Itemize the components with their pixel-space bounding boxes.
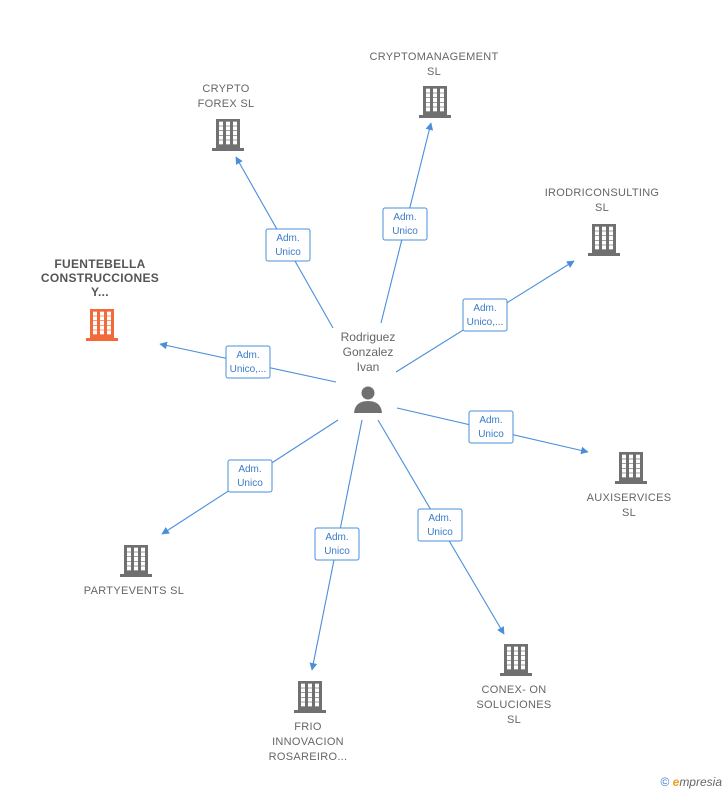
edge-label-text: Unico,...: [467, 317, 504, 328]
edge-label-box: [382, 207, 428, 241]
edge-label-text: Unico,...: [230, 364, 267, 375]
building-icon: [212, 119, 244, 151]
company-name-line: CRYPTOMANAGEMENT: [369, 51, 498, 63]
company-node-crypto-forex[interactable]: CRYPTO FOREX SL: [198, 83, 255, 151]
edge-label-crypto-forex[interactable]: Adm. Unico: [265, 228, 311, 262]
company-node-irodriconsulting[interactable]: IRODRICONSULTING SL: [545, 187, 660, 256]
building-icon: [294, 681, 326, 713]
person-name-line: Rodriguez: [341, 330, 396, 344]
edge-label-text: Adm.: [393, 212, 416, 223]
edge-label-box: [468, 410, 514, 444]
building-icon: [86, 309, 118, 341]
company-name-line: CONEX- ON: [481, 684, 546, 696]
person-name-line: Gonzalez: [343, 345, 394, 359]
edge-label-text: Unico: [324, 546, 350, 557]
edge-label-text: Unico: [392, 226, 418, 237]
edge-label-partyevents[interactable]: Adm. Unico: [227, 459, 273, 493]
edge-label-box: [417, 508, 463, 542]
edge-label-auxiservices[interactable]: Adm. Unico: [468, 410, 514, 444]
edge-label-box: [314, 527, 360, 561]
company-name-line: AUXISERVICES: [587, 492, 672, 504]
company-name-line: SL: [622, 507, 636, 519]
company-name-line: FUENTEBELLA: [54, 257, 145, 271]
company-node-cryptomanagement[interactable]: CRYPTOMANAGEMENT SL: [369, 51, 498, 118]
edge-label-box: [462, 298, 508, 332]
company-name-line: SL: [595, 202, 609, 214]
brand-name[interactable]: mpresia: [679, 775, 722, 789]
building-icon: [419, 86, 451, 118]
brand-logo-initial: e: [672, 775, 680, 789]
edge-label-irodriconsulting[interactable]: Adm. Unico,...: [462, 298, 508, 332]
edge-label-text: Adm.: [276, 233, 299, 244]
company-node-conex-on[interactable]: CONEX- ON SOLUCIONES SL: [476, 644, 551, 726]
edge-label-text: Unico: [427, 527, 453, 538]
company-node-fuentebella[interactable]: FUENTEBELLACONSTRUCCIONESY...: [41, 257, 159, 341]
edge-label-frio-innovacion[interactable]: Adm. Unico: [314, 527, 360, 561]
edge-label-text: Unico: [237, 478, 263, 489]
company-name-line: SL: [427, 66, 441, 78]
edge-label-box: [265, 228, 311, 262]
company-name-line: Y...: [91, 285, 109, 299]
company-name-line: IRODRICONSULTING: [545, 187, 660, 199]
company-name-line: CRYPTO: [202, 83, 249, 95]
copyright-footer: © empresia: [660, 775, 722, 789]
edge-label-cryptomanagement[interactable]: Adm. Unico: [382, 207, 428, 241]
edge-label-text: Adm.: [325, 532, 348, 543]
company-name-line: CONSTRUCCIONES: [41, 271, 159, 285]
building-icon: [120, 545, 152, 577]
copyright-icon: ©: [660, 775, 670, 789]
person-icon: [354, 386, 382, 413]
company-node-auxiservices[interactable]: AUXISERVICES SL: [587, 452, 672, 519]
edge-label-fuentebella[interactable]: Adm. Unico,...: [225, 345, 271, 379]
edge-label-conex-on[interactable]: Adm. Unico: [417, 508, 463, 542]
edge-label-text: Unico: [478, 429, 504, 440]
company-name-line: PARTYEVENTS SL: [84, 585, 184, 597]
company-name-line: SOLUCIONES: [476, 699, 551, 711]
edge-label-text: Adm.: [479, 415, 502, 426]
edge-label-text: Unico: [275, 247, 301, 258]
company-name-line: INNOVACION: [272, 736, 344, 748]
edge-label-text: Adm.: [236, 350, 259, 361]
edge-label-text: Adm.: [473, 303, 496, 314]
edge-label-box: [227, 459, 273, 493]
building-icon: [500, 644, 532, 676]
company-node-partyevents[interactable]: PARTYEVENTS SL: [84, 545, 184, 597]
edge-label-text: Adm.: [238, 464, 261, 475]
company-name-line: FOREX SL: [198, 98, 255, 110]
building-icon: [615, 452, 647, 484]
edges-layer: Adm.UnicoAdm.UnicoAdm.Unico,...Adm.Unico…: [159, 122, 589, 671]
company-node-frio-innovacion[interactable]: FRIO INNOVACION ROSAREIRO...: [269, 681, 348, 763]
edge-label-text: Adm.: [428, 513, 451, 524]
building-icon: [588, 224, 620, 256]
company-name-line: SL: [507, 714, 521, 726]
company-name-line: ROSAREIRO...: [269, 751, 348, 763]
person-name-line: Ivan: [357, 360, 380, 374]
edge-label-box: [225, 345, 271, 379]
company-name-line: FRIO: [294, 721, 322, 733]
